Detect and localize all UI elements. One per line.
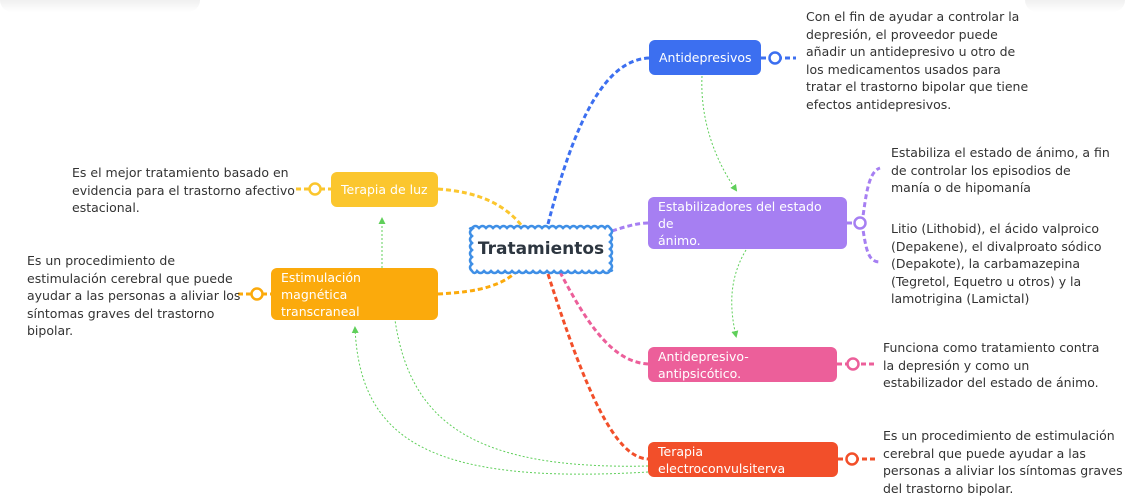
note-line: efectos antidepresivos. [806, 96, 952, 112]
note-line: Litio (Lithobid), el ácido valproico [891, 221, 1100, 236]
topic-estabilizadores[interactable]: Estabilizadores del estado de ánimo. [648, 197, 847, 249]
topic-estabilizadores-label-line: ánimo. [658, 232, 701, 248]
note-line: Es el mejor tratamiento basado en [72, 165, 289, 180]
note-line: Funciona como tratamiento contra [883, 340, 1100, 355]
note-line: estacional. [72, 200, 140, 215]
note-line: manía o de hipomanía [891, 180, 1031, 195]
note-line: añadir un antidepresivo u otro de [806, 44, 1016, 59]
topic-antidepresivos-label: Antidepresivos [659, 50, 752, 65]
note-line: estimulación cerebral que puede [27, 270, 233, 286]
note-line: estabilizador del estado de ánimo. [883, 375, 1099, 390]
top-right-shadow [1025, 0, 1125, 12]
note-line: la depresión y como un [883, 357, 1030, 373]
note-line: ayudar a las personas a aliviar los [27, 288, 241, 303]
note-line: del trastorno bipolar. [883, 480, 1014, 496]
note-line: Es un procedimiento de estimulación [883, 428, 1115, 443]
desc-bracket-estab [860, 166, 881, 264]
top-left-shadow [0, 0, 200, 12]
relation-antidep-estab [701, 75, 738, 192]
desc-dot-estim [250, 287, 264, 301]
topic-estimulacion-magnetica[interactable]: Estimulación magnética transcraneal [271, 268, 438, 320]
note-line: (Tegretol, Equetro u otros) y la [891, 273, 1082, 289]
topic-estim-label-line: Estimulación magnética [281, 269, 361, 302]
relation-electro-estim-outer [351, 326, 649, 475]
branch-line-luz [437, 187, 524, 227]
note-line: síntomas graves del trastorno [27, 305, 215, 321]
note-line: Con el fin de ayudar a controlar la [806, 9, 1020, 24]
note-line: cerebral que puede ayudar a las [883, 445, 1086, 461]
note-line: Es un procedimiento de [27, 253, 176, 268]
desc-dot-electro [845, 452, 859, 466]
note-estabilizadores-1[interactable]: Estabiliza el estado de ánimo, a fin de … [891, 144, 1110, 197]
topic-luz-label: Terapia de luz [341, 182, 428, 197]
topic-terapia-electroconvulsiva[interactable]: Terapia electroconvulsiterva [648, 442, 838, 477]
topic-electro-label: Terapia electroconvulsiterva [658, 443, 786, 476]
note-line: (Depakene), el divalproato sódico [891, 238, 1102, 254]
branch-line-electro [546, 273, 649, 461]
note-terapia-de-luz[interactable]: Es el mejor tratamiento basado en eviden… [72, 164, 295, 217]
topic-antidepresivo-antipsicotico[interactable]: Antidepresivo-antipsicótico. [648, 347, 837, 382]
central-topic-label: Tratamientos [477, 239, 605, 259]
branch-line-estab [611, 221, 649, 233]
note-line: Estabiliza el estado de ánimo, a fin [891, 145, 1110, 160]
note-line: evidencia para el trastorno afectivo [72, 182, 295, 198]
desc-dot-luz [308, 182, 322, 196]
relation-estab-antipsi [731, 249, 747, 338]
desc-dot-antidep [768, 51, 782, 65]
note-line: los medicamentos usados para [806, 61, 1001, 77]
topic-estabilizadores-label-line: Estabilizadores del estado de [658, 198, 822, 231]
desc-dot-antipsi [846, 357, 860, 371]
topic-antipsicotico-label: Antidepresivo-antipsicótico. [658, 348, 749, 381]
note-line: bipolar. [27, 323, 74, 338]
relation-electro-estim-inner [394, 319, 649, 467]
center-node-border [468, 224, 614, 275]
note-estabilizadores-2[interactable]: Litio (Lithobid), el ácido valproico (De… [891, 220, 1102, 308]
note-line: lamotrigina (Lamictal) [891, 291, 1030, 306]
central-topic[interactable]: Tratamientos [470, 226, 612, 272]
note-electroconvulsiva[interactable]: Es un procedimiento de estimulación cere… [883, 427, 1123, 497]
branch-line-antipsi [558, 271, 649, 366]
note-line: (Depakote), la carbamazepina [891, 256, 1081, 271]
topic-estim-label-line: transcraneal [281, 303, 360, 319]
desc-dot-estab [853, 216, 867, 230]
branch-line-antidep [546, 56, 650, 225]
note-antidepresivos[interactable]: Con el fin de ayudar a controlar la depr… [806, 8, 1028, 113]
note-estimulacion-magnetica[interactable]: Es un procedimiento de estimulación cere… [27, 252, 240, 340]
note-line: depresión, el proveedor puede [806, 26, 998, 42]
note-line: de controlar los episodios de [891, 162, 1071, 178]
topic-antidepresivos[interactable]: Antidepresivos [649, 40, 761, 75]
note-antipsicotico[interactable]: Funciona como tratamiento contra la depr… [883, 339, 1099, 392]
note-line: tratar el trastorno bipolar que tiene [806, 79, 1029, 94]
note-line: personas a aliviar los síntomas graves [883, 463, 1123, 478]
topic-terapia-de-luz[interactable]: Terapia de luz [331, 172, 438, 207]
